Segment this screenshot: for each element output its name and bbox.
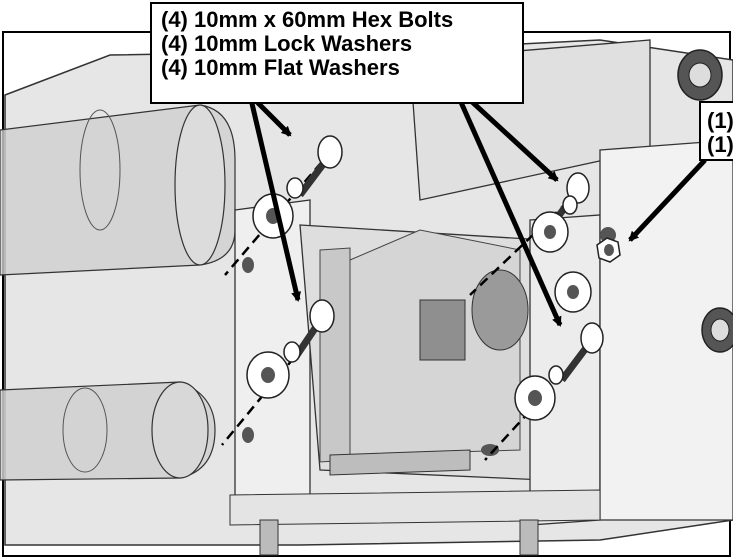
top-right-hole-inner: [688, 62, 712, 88]
lock-washer-4: [548, 365, 564, 385]
receiver-side-wall: [319, 247, 351, 463]
callout-line-flat-washers: (4) 10mm Flat Washers: [161, 55, 400, 80]
lower-tube-inner: [62, 387, 108, 473]
right-hole-inner: [710, 318, 730, 342]
receiver-block: [419, 299, 466, 361]
leader-arrows: [247, 93, 707, 327]
nut-callout-line-1: (1): [707, 108, 733, 133]
arrow-bolt-4: [457, 98, 563, 327]
slot-hole-2: [242, 427, 254, 443]
lock-washer-2: [283, 341, 301, 363]
flat-washer-3: [531, 211, 569, 253]
hex-bolt-4: [559, 322, 604, 383]
upper-tube-inner: [79, 109, 121, 231]
arrow-bolt-3: [468, 98, 559, 182]
callout-line-bolts: (4) 10mm x 60mm Hex Bolts: [161, 7, 454, 32]
lock-washer-3: [562, 195, 578, 215]
bottom-tab-2: [519, 519, 539, 556]
hex-nut: [596, 237, 621, 263]
arrow-bolt-2: [247, 94, 302, 302]
flat-washer-2: [246, 351, 290, 399]
slot-hole-5: [600, 227, 616, 243]
flat-washer-4: [514, 375, 556, 421]
nut-callout: (1) (1): [699, 101, 733, 161]
receiver-round: [471, 269, 529, 351]
slot-hole-1: [242, 257, 254, 273]
nut-callout-line-2: (1): [707, 132, 733, 157]
slot-hole-4: [481, 444, 499, 456]
hardware-callout: (4) 10mm x 60mm Hex Bolts (4) 10mm Lock …: [150, 2, 524, 104]
hex-bolt-1: [297, 135, 343, 198]
upper-tube-end: [174, 104, 226, 266]
lower-tube-end: [151, 381, 209, 479]
callout-line-lock-washers: (4) 10mm Lock Washers: [161, 31, 413, 56]
bottom-flange: [229, 489, 601, 526]
right-mount-plate: [529, 214, 601, 526]
bottom-tab-1: [259, 519, 279, 556]
arrow-nut: [628, 158, 707, 242]
flat-washer-5: [554, 271, 592, 313]
receiver-floor: [329, 449, 471, 476]
lock-washer-1: [286, 177, 304, 199]
upper-tube: [0, 104, 236, 276]
